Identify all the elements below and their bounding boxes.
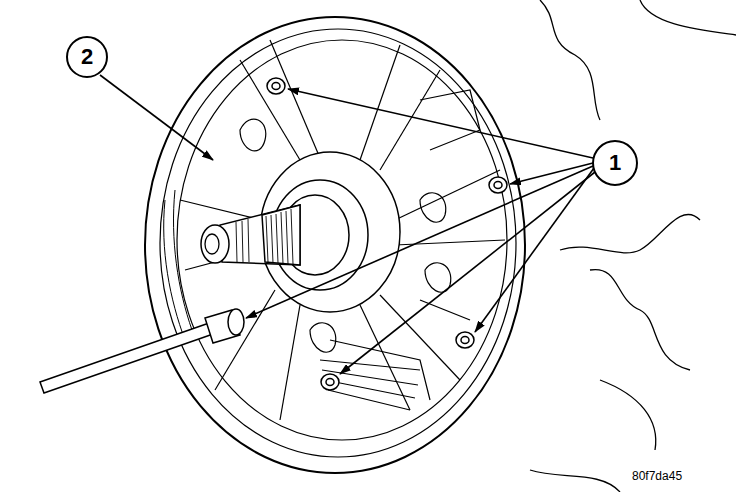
bolts	[267, 78, 507, 390]
leader-arrows	[100, 75, 595, 374]
pump-hub	[260, 152, 400, 312]
pump-webs	[180, 40, 505, 420]
callout-circle: 1	[592, 140, 638, 186]
pump-housing	[145, 17, 525, 473]
callout-number: 2	[81, 46, 93, 68]
callout-number: 1	[609, 152, 621, 174]
callout-circle: 2	[66, 36, 108, 78]
input-shaft	[201, 205, 300, 265]
figure-code: 80f7da45	[632, 469, 682, 483]
transmission-case	[530, 0, 736, 492]
socket-wrench	[40, 309, 244, 393]
